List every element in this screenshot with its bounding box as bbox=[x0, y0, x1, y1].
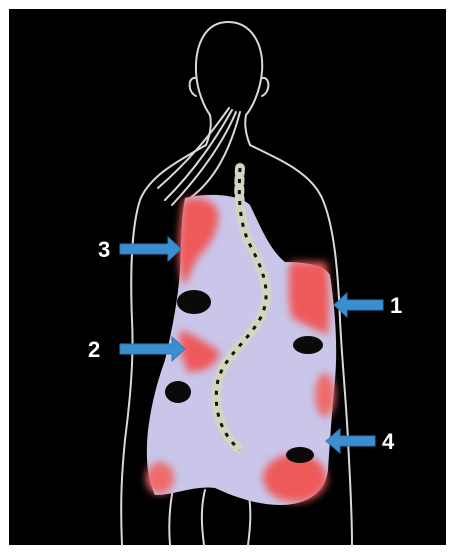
hot-zone-lower-left bbox=[146, 462, 174, 494]
label-4: 4 bbox=[382, 429, 395, 454]
hot-zone-right-flank bbox=[315, 373, 335, 417]
label-1: 1 bbox=[390, 293, 402, 318]
label-3: 3 bbox=[98, 237, 110, 262]
label-2: 2 bbox=[88, 337, 100, 362]
